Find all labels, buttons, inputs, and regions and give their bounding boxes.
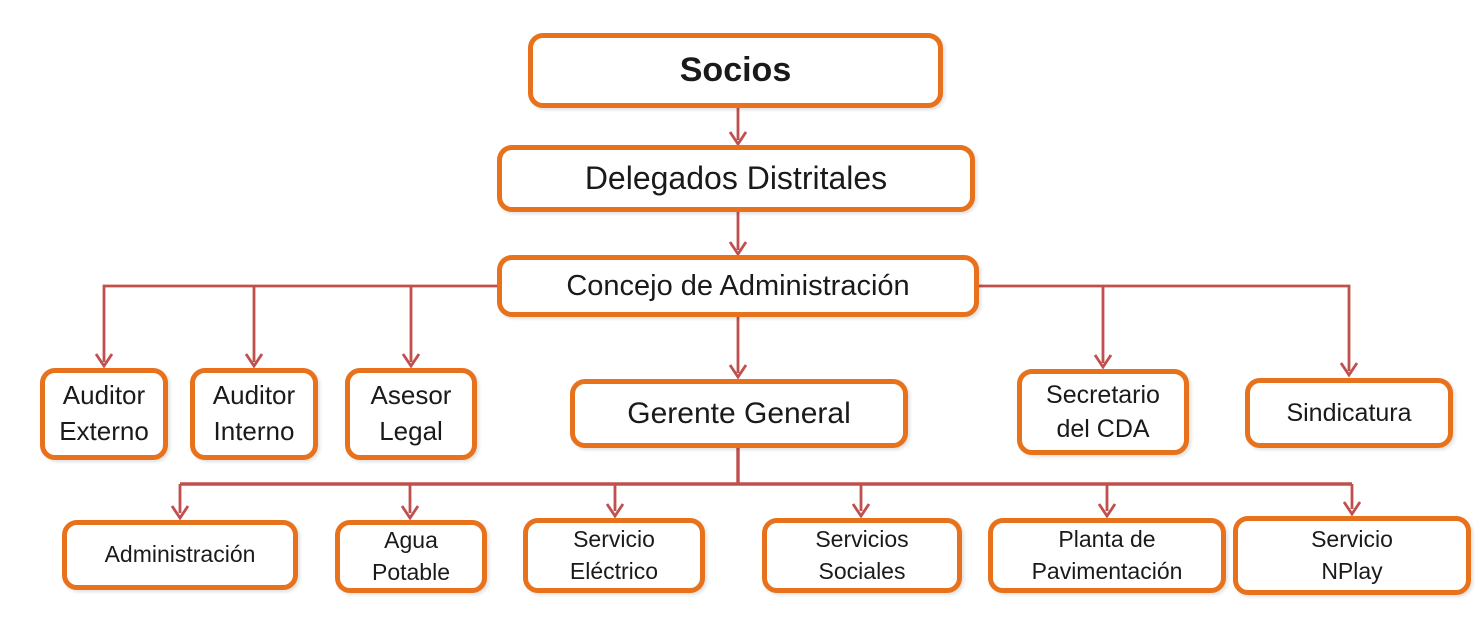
org-node-label: Auditor Interno: [212, 380, 296, 446]
org-node-label: Servicios Sociales: [815, 525, 909, 584]
org-node-gerente-general: Gerente General: [570, 379, 908, 448]
org-node-servicio-electrico: Servicio Eléctrico: [523, 518, 705, 593]
org-node-concejo-administracion: Concejo de Administración: [497, 255, 979, 317]
org-node-label: Gerente General: [627, 396, 851, 430]
connector-concejo-right-branch: [979, 284, 1359, 378]
org-node-label: Planta de Pavimentación: [1031, 525, 1183, 584]
org-node-label: Asesor Legal: [370, 380, 452, 446]
org-node-label: Agua Potable: [371, 526, 450, 585]
org-node-label: Delegados Distritales: [584, 160, 888, 197]
org-node-auditor-externo: Auditor Externo: [40, 368, 168, 460]
org-node-sindicatura: Sindicatura: [1245, 378, 1453, 448]
org-node-delegados-distritales: Delegados Distritales: [497, 145, 975, 212]
org-node-asesor-legal: Asesor Legal: [345, 368, 477, 460]
connector-concejo-gerente: [728, 317, 748, 380]
connector-concejo-left-branch: [94, 284, 497, 369]
connector-delegados-concejo: [728, 212, 748, 257]
org-node-servicios-sociales: Servicios Sociales: [762, 518, 962, 593]
org-node-servicio-nplay: Servicio NPlay: [1233, 516, 1471, 595]
org-node-label: Socios: [679, 51, 792, 90]
org-node-socios: Socios: [528, 33, 943, 108]
connector-socios-delegados: [728, 108, 748, 147]
org-node-label: Administración: [104, 541, 256, 568]
org-node-label: Sindicatura: [1286, 398, 1412, 427]
org-node-administracion: Administración: [62, 520, 298, 590]
org-node-label: Concejo de Administración: [566, 269, 910, 302]
org-node-label: Servicio NPlay: [1311, 525, 1393, 584]
org-node-label: Secretario del CDA: [1046, 380, 1160, 444]
org-node-label: Servicio Eléctrico: [569, 525, 659, 584]
org-node-agua-potable: Agua Potable: [335, 520, 487, 593]
org-node-label: Auditor Externo: [59, 380, 149, 446]
org-node-planta-pavimentacion: Planta de Pavimentación: [988, 518, 1226, 593]
connector-gerente-bottom-branch: [170, 447, 1362, 521]
org-node-auditor-interno: Auditor Interno: [190, 368, 318, 460]
org-node-secretario-cda: Secretario del CDA: [1017, 369, 1189, 455]
